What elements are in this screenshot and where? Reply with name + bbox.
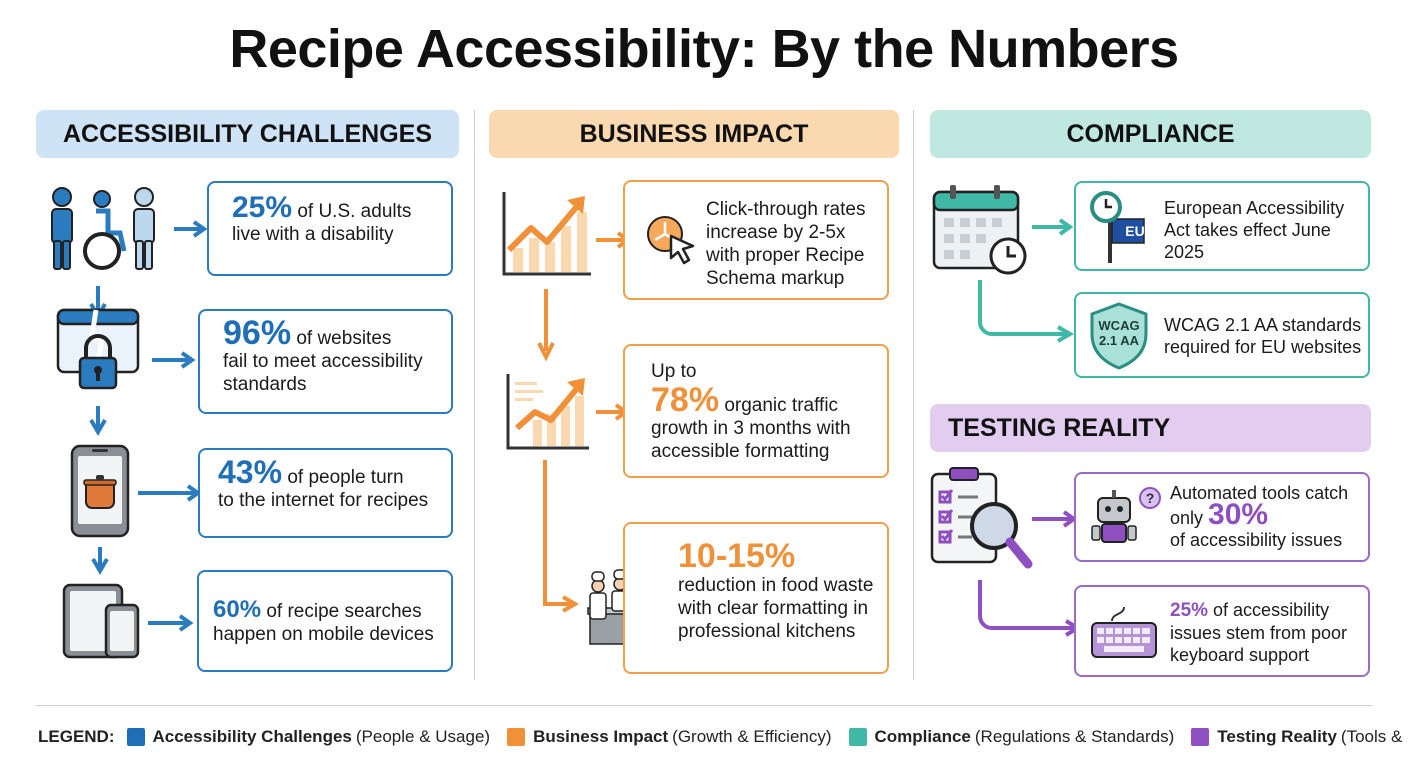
compliance-header: COMPLIANCE [930, 110, 1371, 158]
challenges-header: ACCESSIBILITY CHALLENGES [36, 110, 459, 158]
click-cursor-icon [647, 216, 695, 265]
column-divider [913, 110, 914, 680]
stat-text: of accessibility [1208, 600, 1330, 620]
legend-item-compliance: Compliance (Regulations & Standards) [848, 727, 1174, 747]
people-disability-icon [51, 187, 155, 270]
stat-text: fail to meet accessibility standards [223, 351, 423, 395]
legend-item-business: Business Impact (Growth & Efficiency) [507, 727, 832, 747]
stat-text: of recipe searches [261, 601, 422, 622]
arrow-icon [91, 547, 109, 575]
column-divider [474, 110, 475, 680]
arrow-icon [537, 289, 555, 362]
stat-value: 60% [213, 596, 262, 623]
arrow-icon [978, 280, 1074, 343]
stat-value: 78% [651, 381, 720, 419]
arrow-icon [148, 614, 194, 632]
stat-text: issues stem from poor keyboard support [1170, 623, 1348, 665]
arrow-icon [152, 351, 196, 369]
legend: LEGEND: Accessibility Challenges (People… [38, 724, 1408, 750]
keyboard-icon [1091, 606, 1157, 658]
page-title: Recipe Accessibility: By the Numbers [229, 19, 1179, 79]
broken-lock-browser-icon [56, 308, 140, 390]
tablet-phone-icon [62, 583, 140, 659]
legend-swatch [1191, 728, 1210, 746]
stat-text: WCAG 2.1 AA standards required for EU we… [1164, 315, 1362, 357]
stat-text: happen on mobile devices [213, 624, 434, 645]
growth-chart-icon [502, 192, 591, 276]
testing-header: TESTING REALITY [930, 404, 1371, 452]
robot-question-icon: ? [1091, 487, 1161, 543]
stat-text: Click-through rates increase by 2-5x wit… [706, 199, 866, 289]
stat-value: 10-15% [678, 537, 796, 575]
stat-text: of U.S. adults [292, 201, 412, 222]
stat-card-organic-traffic: Up to 78% organic traffic growth in 3 mo… [623, 344, 889, 478]
stat-text: reduction in food waste with clear forma… [678, 575, 874, 642]
arrow-icon [1032, 218, 1074, 236]
legend-swatch [848, 728, 867, 746]
stat-text: Up to [651, 361, 697, 382]
stat-text: growth in 3 months with accessible forma… [651, 418, 851, 462]
stat-text: only [1170, 508, 1209, 528]
eu-badge: EU [1125, 223, 1145, 239]
stat-value: 43% [218, 454, 283, 490]
phone-pot-icon [70, 444, 130, 538]
stat-card-disability: 25% of U.S. adults live with a disabilit… [207, 181, 453, 276]
stat-value: 30% [1208, 498, 1269, 531]
arrow-icon [543, 460, 579, 613]
stat-value: 25% [232, 191, 293, 224]
stat-value: 25% [1170, 600, 1209, 621]
stat-card-websites: 96% of websites fail to meet accessibili… [198, 309, 453, 414]
stat-text: live with a disability [232, 224, 394, 245]
arrow-icon [174, 220, 208, 238]
stat-card-click-through: Click-through rates increase by 2-5x wit… [623, 180, 889, 300]
legend-item-challenges: Accessibility Challenges (People & Usage… [126, 727, 490, 747]
wcag-shield-icon [1090, 302, 1148, 370]
stat-card-mobile: 60% of recipe searches happen on mobile … [197, 570, 453, 672]
business-header: BUSINESS IMPACT [489, 110, 899, 158]
stat-text: to the internet for recipes [218, 490, 429, 511]
stat-text: of people turn [282, 467, 404, 488]
legend-swatch [126, 728, 145, 746]
arrow-icon [978, 580, 1082, 637]
stat-card-recipes: 43% of people turn to the internet for r… [198, 448, 453, 538]
testing-card-keyboard: 25% of accessibility issues stem from po… [1074, 585, 1370, 677]
legend-swatch [507, 728, 526, 746]
arrow-icon [89, 406, 107, 436]
growth-chart-icon [506, 374, 589, 450]
svg-text:?: ? [1146, 490, 1155, 506]
compliance-card-eaa: EU European Accessibility Act takes effe… [1074, 181, 1370, 271]
arrow-icon [138, 484, 202, 502]
stat-text: European Accessibility Act takes effect … [1164, 198, 1345, 262]
stat-value: 96% [223, 314, 292, 352]
legend-label: LEGEND: [38, 727, 115, 746]
stat-text: Automated tools catch [1170, 483, 1349, 503]
legend-divider [36, 705, 1372, 706]
calendar-clock-icon [932, 185, 1027, 275]
testing-card-automated: ? Automated tools catch only 30% of acce… [1074, 472, 1370, 562]
eu-flag-clock-icon [1090, 191, 1145, 263]
stat-card-food-waste: 10-15% reduction in food waste with clea… [623, 522, 889, 674]
clipboard-magnifier-icon [930, 467, 1033, 569]
legend-item-testing: Testing Reality (Tools & Issues) [1191, 727, 1408, 747]
stat-text: organic traffic [719, 395, 839, 416]
stat-text: of accessibility issues [1170, 530, 1343, 550]
stat-text: of websites [291, 328, 392, 349]
